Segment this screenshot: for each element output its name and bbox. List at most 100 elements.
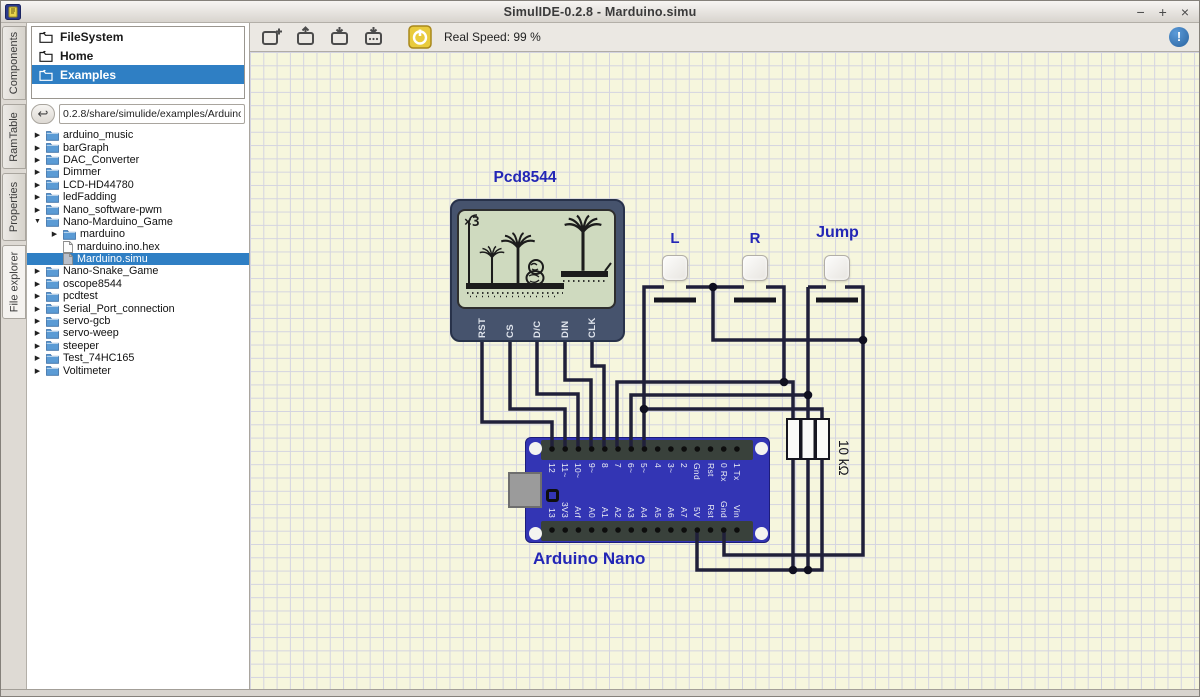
tree-item-Marduino.simu[interactable]: Marduino.simu xyxy=(27,252,249,266)
new-circuit-button[interactable] xyxy=(260,25,284,49)
tree-item-label: DAC_Converter xyxy=(63,153,140,166)
minimize-button[interactable]: − xyxy=(1136,3,1145,20)
tab-components[interactable]: Components xyxy=(2,26,26,100)
mount-hole xyxy=(529,527,542,540)
tree-item-servo-weep[interactable]: ▶servo-weep xyxy=(27,327,249,339)
tree-item-arduino_music[interactable]: ▶arduino_music xyxy=(27,129,249,141)
folder-icon xyxy=(46,353,59,364)
pin-label-A5: A5 xyxy=(652,507,663,518)
maximize-button[interactable]: + xyxy=(1158,3,1167,20)
new-circuit-icon xyxy=(262,28,282,45)
place-label: Home xyxy=(60,48,94,63)
expand-arrow-icon[interactable]: ▶ xyxy=(34,132,41,140)
pin-label-3V3: 3V3 xyxy=(560,501,571,518)
pin-label-A4: A4 xyxy=(639,507,650,518)
expand-arrow-icon[interactable]: ▶ xyxy=(34,144,41,152)
lcd-pin-label-RST: RST xyxy=(477,317,488,338)
tab-ramtable-label: RamTable xyxy=(8,111,20,162)
back-button[interactable]: ↩ xyxy=(31,104,55,124)
tree-item-label: Dimmer xyxy=(63,166,101,179)
expand-arrow-icon[interactable]: ▶ xyxy=(34,355,41,363)
place-label: FileSystem xyxy=(60,29,124,44)
expand-arrow-icon[interactable]: ▶ xyxy=(34,194,41,202)
tab-components-label: Components xyxy=(8,31,20,95)
expand-arrow-icon[interactable]: ▶ xyxy=(51,231,58,239)
button-l-label: L xyxy=(670,230,680,247)
expand-arrow-icon[interactable]: ▶ xyxy=(34,169,41,177)
open-circuit-button[interactable] xyxy=(294,25,318,49)
expand-arrow-icon[interactable]: ▶ xyxy=(34,268,41,276)
pin-label-A1: A1 xyxy=(599,507,610,518)
tree-item-label: servo-gcb xyxy=(63,315,111,328)
tree-item-Dimmer[interactable]: ▶ Dimmer xyxy=(27,166,249,178)
tab-properties[interactable]: Properties xyxy=(2,173,26,241)
pin-label-A6: A6 xyxy=(665,507,676,518)
pushbutton-jump[interactable] xyxy=(824,255,850,281)
path-input[interactable] xyxy=(59,104,245,124)
expand-arrow-icon[interactable]: ▶ xyxy=(34,342,41,350)
pin-label-13: 13 xyxy=(547,507,557,518)
tree-item-label: Voltimeter xyxy=(63,364,112,377)
pushbutton-r[interactable] xyxy=(742,255,768,281)
tree-item-Serial_Port_connection[interactable]: ▶Serial_Port_connection xyxy=(27,302,249,315)
tree-item-Test_74HC165[interactable]: ▶Test_74HC165 xyxy=(27,352,249,364)
bottom-pin-header xyxy=(541,521,753,541)
onboard-led-square xyxy=(546,489,559,502)
path-bar: ↩ xyxy=(31,104,245,124)
tree-item-label: Marduino.simu xyxy=(77,253,148,266)
tree-item-Nano-Snake_Game[interactable]: ▶ Nano-Snake_Game xyxy=(27,265,249,277)
tree-item-oscope8544[interactable]: ▶oscope8544 xyxy=(27,278,249,290)
tree-item-servo-gcb[interactable]: ▶ servo-gcb xyxy=(27,315,249,327)
info-icon[interactable]: ! xyxy=(1169,27,1189,47)
lcd-label: Pcd8544 xyxy=(493,169,557,186)
expand-arrow-icon[interactable]: ▶ xyxy=(34,293,41,301)
tree-item-label: Nano_software-pwm xyxy=(63,203,163,216)
save-circuit-as-button[interactable] xyxy=(362,25,386,49)
folder-icon xyxy=(46,266,59,277)
folder-icon xyxy=(46,167,59,178)
expand-arrow-icon[interactable]: ▼ xyxy=(34,218,41,226)
tree-item-Voltimeter[interactable]: ▶ Voltimeter xyxy=(27,364,249,377)
expand-arrow-icon[interactable]: ▶ xyxy=(34,318,41,326)
place-examples[interactable]: Examples xyxy=(32,65,244,84)
tree-item-label: Nano-Snake_Game xyxy=(63,265,159,278)
circuit-canvas[interactable]: Pcd8544 ×3 xyxy=(250,51,1199,689)
app-icon xyxy=(5,3,21,20)
pushbutton-l[interactable] xyxy=(662,255,688,281)
lcd-game-graphics: ×3 xyxy=(464,214,612,298)
status-bar xyxy=(1,689,1199,696)
tree-item-Nano-Marduino_Game[interactable]: ▼Nano-Marduino_Game xyxy=(27,216,249,228)
tree-item-steeper[interactable]: ▶steeper xyxy=(27,340,249,352)
expand-arrow-icon[interactable]: ▶ xyxy=(34,305,41,313)
tree-item-Nano_software-pwm[interactable]: ▶ Nano_software-pwm xyxy=(27,203,249,216)
expand-arrow-icon[interactable]: ▶ xyxy=(34,206,41,214)
expand-arrow-icon[interactable]: ▶ xyxy=(34,330,41,338)
tab-file-explorer[interactable]: File explorer xyxy=(2,245,26,319)
real-speed-label: Real Speed: 99 % xyxy=(444,30,541,44)
expand-arrow-icon[interactable]: ▶ xyxy=(34,181,41,189)
place-filesystem[interactable]: FileSystem xyxy=(32,27,244,46)
place-home[interactable]: Home xyxy=(32,46,244,65)
button-jump-label: Jump xyxy=(816,224,859,241)
tab-properties-label: Properties xyxy=(8,181,21,233)
folder-icon xyxy=(46,316,59,327)
tree-item-marduino[interactable]: ▶marduino xyxy=(27,228,249,240)
tree-item-DAC_Converter[interactable]: ▶ DAC_Converter xyxy=(27,154,249,166)
save-circuit-button[interactable] xyxy=(328,25,352,49)
expand-arrow-icon[interactable]: ▶ xyxy=(34,367,41,375)
tree-item-ledFadding[interactable]: ▶ ledFadding xyxy=(27,191,249,203)
close-button[interactable]: × xyxy=(1180,3,1189,20)
expand-arrow-icon[interactable]: ▶ xyxy=(34,156,41,164)
tree-item-LCD-HD44780[interactable]: ▶LCD-HD44780 xyxy=(27,179,249,191)
tree-item-pcdtest[interactable]: ▶ pcdtest xyxy=(27,290,249,302)
tree-item-marduino.ino.hex[interactable]: marduino.ino.hex xyxy=(27,241,249,253)
tab-ramtable[interactable]: RamTable xyxy=(2,104,26,169)
tree-item-label: ledFadding xyxy=(63,191,117,204)
tree-item-barGraph[interactable]: ▶barGraph xyxy=(27,141,249,154)
tree-item-label: pcdtest xyxy=(63,290,98,303)
lcd-screen: ×3 xyxy=(457,209,616,309)
lives-counter: ×3 xyxy=(464,215,480,230)
resistor-pack[interactable] xyxy=(786,418,830,460)
power-button[interactable] xyxy=(408,25,432,49)
expand-arrow-icon[interactable]: ▶ xyxy=(34,280,41,288)
